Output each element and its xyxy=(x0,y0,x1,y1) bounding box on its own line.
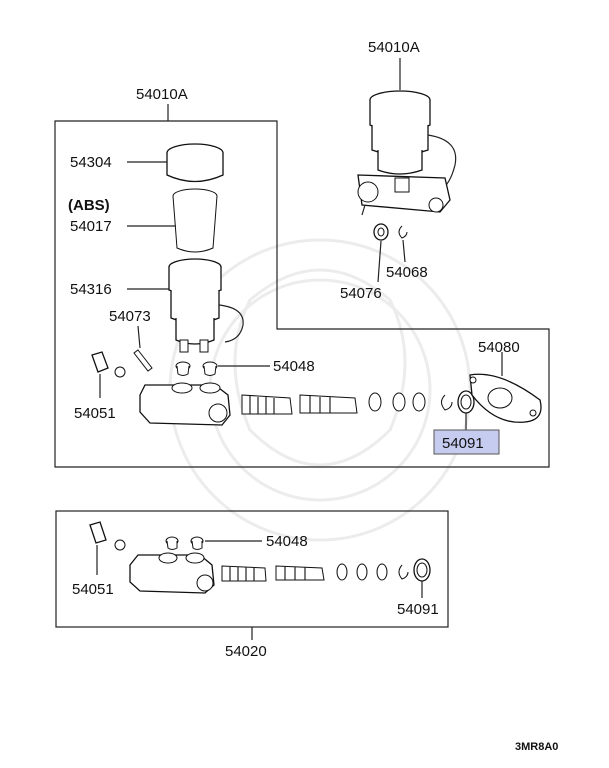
piston-set-top-drawing xyxy=(241,390,475,415)
bleeder-bottom-drawing xyxy=(89,521,126,551)
label-strainer: 54017 xyxy=(70,218,112,235)
piston-set-bottom-drawing xyxy=(221,558,431,582)
reservoir-drawing xyxy=(168,258,244,353)
pin-drawing xyxy=(133,349,153,372)
seal-highlight-box[interactable] xyxy=(433,429,500,455)
label-clip: 54068 xyxy=(386,264,428,281)
label-abs-note: (ABS) xyxy=(68,197,110,214)
gasket-drawing xyxy=(469,373,542,423)
label-gasket: 54080 xyxy=(478,339,520,356)
nut-clip-drawing xyxy=(373,223,408,241)
label-bottom-assembly: 54020 xyxy=(225,643,267,660)
label-seal-bottom: 54091 xyxy=(397,601,439,618)
grommet-top-drawing xyxy=(175,361,218,376)
label-reservoir: 54316 xyxy=(70,281,112,298)
diagram-code: 3MR8A0 xyxy=(515,741,558,753)
label-reservoir-assembly: 54010A xyxy=(368,39,420,56)
label-grommet-top: 54048 xyxy=(273,358,315,375)
label-seal-highlighted[interactable]: 54091 xyxy=(442,435,484,452)
label-pin: 54073 xyxy=(109,308,151,325)
label-nut: 54076 xyxy=(340,285,382,302)
label-main-assembly: 54010A xyxy=(136,86,188,103)
reservoir-assembly-drawing xyxy=(357,90,457,216)
strainer-drawing xyxy=(172,188,218,253)
label-bleeder-bottom: 54051 xyxy=(72,581,114,598)
main-assembly-frame xyxy=(54,120,550,468)
label-grommet-bottom: 54048 xyxy=(266,533,308,550)
grommet-bottom-drawing xyxy=(165,536,204,550)
reservoir-cap-drawing xyxy=(166,143,224,183)
master-cylinder-bottom-drawing xyxy=(129,552,215,594)
label-cap: 54304 xyxy=(70,154,112,171)
master-cylinder-top-drawing xyxy=(139,382,231,426)
bleeder-top-drawing xyxy=(91,351,126,378)
label-bleeder-top: 54051 xyxy=(74,405,116,422)
